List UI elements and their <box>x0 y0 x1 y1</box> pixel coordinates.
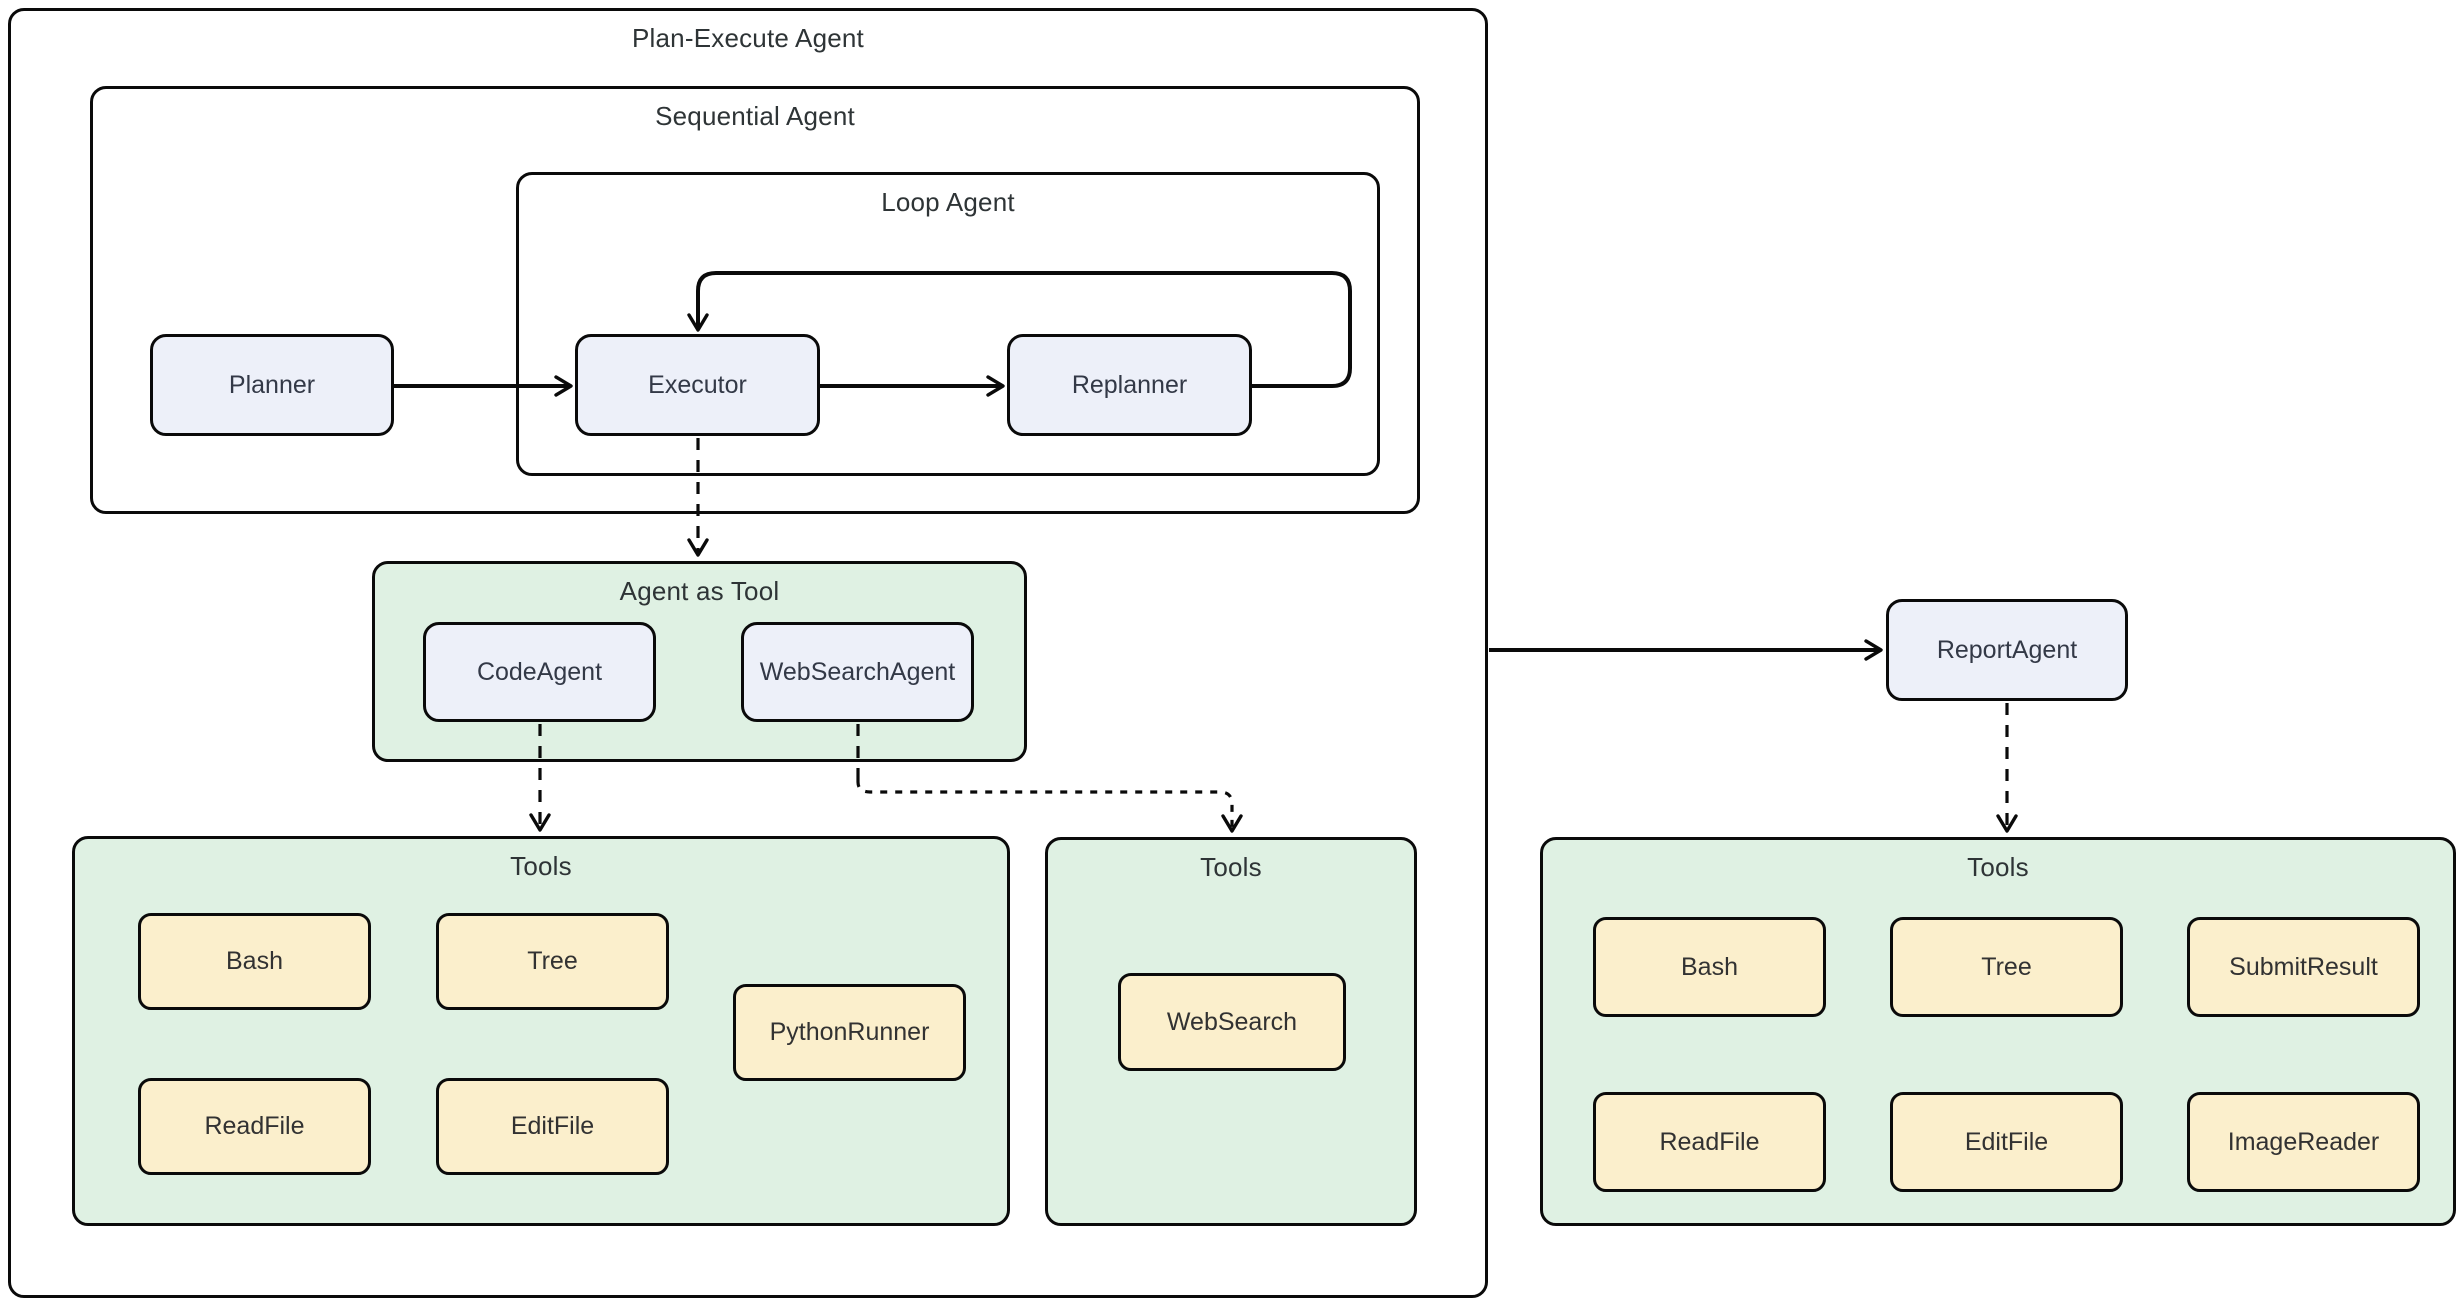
tool-label: ImageReader <box>2227 1127 2380 1156</box>
tool-python-runner: PythonRunner <box>733 984 966 1081</box>
node-label: Executor <box>648 370 747 399</box>
tool-label: EditFile <box>510 1112 595 1140</box>
node-planner: Planner <box>150 334 394 436</box>
container-title-tools-right: Tools <box>1967 852 2029 882</box>
node-label: Planner <box>228 370 316 399</box>
tool-tree-right: Tree <box>1890 917 2123 1017</box>
container-title-tools-left: Tools <box>510 851 572 881</box>
tool-label: Bash <box>1681 952 1738 981</box>
tool-edit-file-right: EditFile <box>1890 1092 2123 1192</box>
tool-label: WebSearch <box>1166 1007 1298 1036</box>
tool-tree-left: Tree <box>436 913 669 1010</box>
container-title-plan-execute: Plan-Execute Agent <box>632 23 864 53</box>
tool-label: Bash <box>226 947 283 975</box>
tool-label: Tree <box>1981 952 2032 981</box>
container-title-loop: Loop Agent <box>881 187 1015 217</box>
node-replanner: Replanner <box>1007 334 1252 436</box>
tool-bash-right: Bash <box>1593 917 1826 1017</box>
container-title-sequential: Sequential Agent <box>655 101 855 131</box>
node-executor: Executor <box>575 334 820 436</box>
node-label: CodeAgent <box>476 657 603 686</box>
node-label: Replanner <box>1071 370 1188 399</box>
tool-label: EditFile <box>1964 1127 2049 1156</box>
node-label: WebSearchAgent <box>759 657 956 686</box>
container-title-agent-as-tool: Agent as Tool <box>619 576 780 606</box>
tool-label: Tree <box>527 947 578 975</box>
node-code-agent: CodeAgent <box>423 622 656 722</box>
tool-read-file-right: ReadFile <box>1593 1092 1826 1192</box>
tool-read-file-left: ReadFile <box>138 1078 371 1175</box>
tool-bash-left: Bash <box>138 913 371 1010</box>
tool-edit-file-left: EditFile <box>436 1078 669 1175</box>
node-label: ReportAgent <box>1936 635 2078 664</box>
node-report-agent: ReportAgent <box>1886 599 2128 701</box>
tool-label: ReadFile <box>1659 1127 1760 1156</box>
tool-submit-result: SubmitResult <box>2187 917 2420 1017</box>
container-title-tools-middle: Tools <box>1200 852 1262 882</box>
node-web-search-agent: WebSearchAgent <box>741 622 974 722</box>
tool-label: ReadFile <box>204 1112 305 1140</box>
tool-label: PythonRunner <box>769 1018 930 1046</box>
tool-image-reader: ImageReader <box>2187 1092 2420 1192</box>
tool-web-search: WebSearch <box>1118 973 1346 1071</box>
tool-label: SubmitResult <box>2229 952 2378 981</box>
